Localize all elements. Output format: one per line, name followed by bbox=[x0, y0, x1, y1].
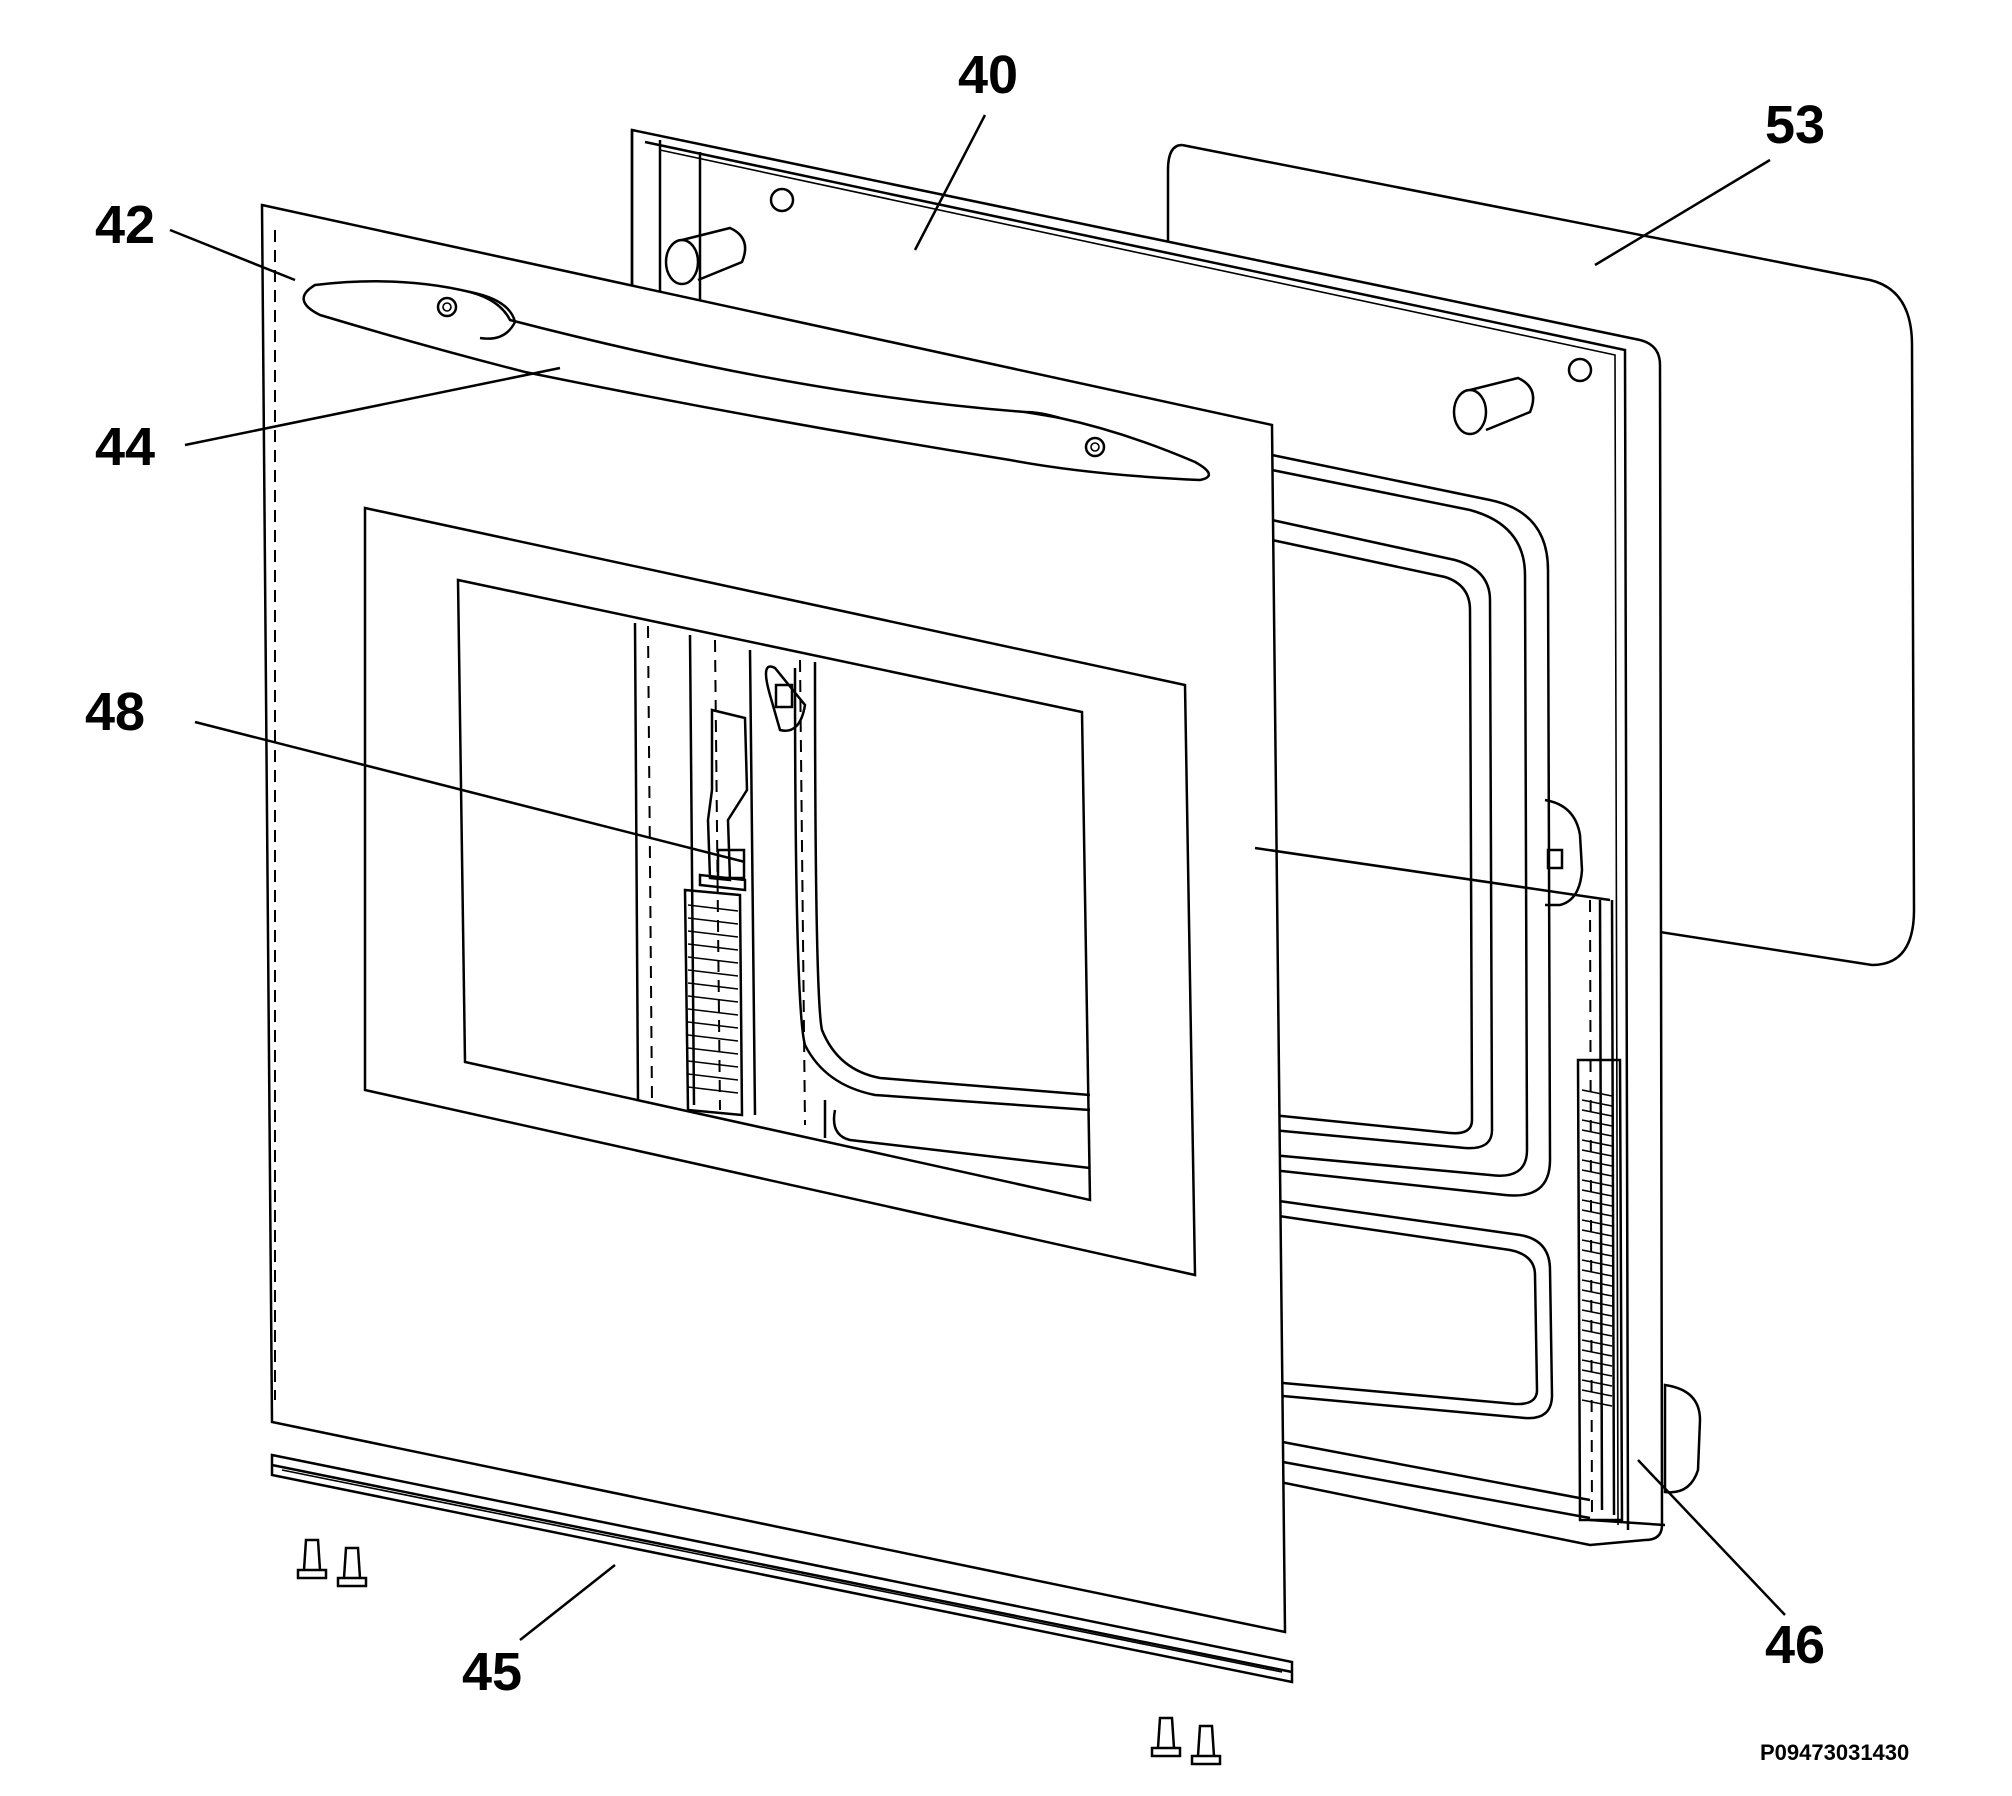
callout-53: 53 bbox=[1765, 95, 1826, 155]
part-45-bottom-strip bbox=[270, 1453, 1294, 1684]
callout-45: 45 bbox=[462, 1642, 523, 1702]
spring-48 bbox=[683, 708, 749, 1117]
callout-42: 42 bbox=[95, 195, 156, 255]
callout-48: 48 bbox=[85, 682, 146, 742]
leader-lines bbox=[169, 114, 1786, 1641]
spring-46 bbox=[1576, 1058, 1624, 1522]
part-40-inner-frame bbox=[630, 128, 1702, 1547]
callout-46: 46 bbox=[1765, 1615, 1826, 1675]
callout-44: 44 bbox=[95, 417, 156, 477]
callout-40: 40 bbox=[958, 45, 1019, 105]
screw-icon bbox=[296, 1538, 1222, 1766]
part-44-handle bbox=[302, 280, 1210, 482]
drawing-code: P09473031430 bbox=[1760, 1740, 1910, 1765]
hinge-pin-icon bbox=[664, 226, 1535, 436]
part-42-outer-glass bbox=[260, 203, 1287, 1634]
